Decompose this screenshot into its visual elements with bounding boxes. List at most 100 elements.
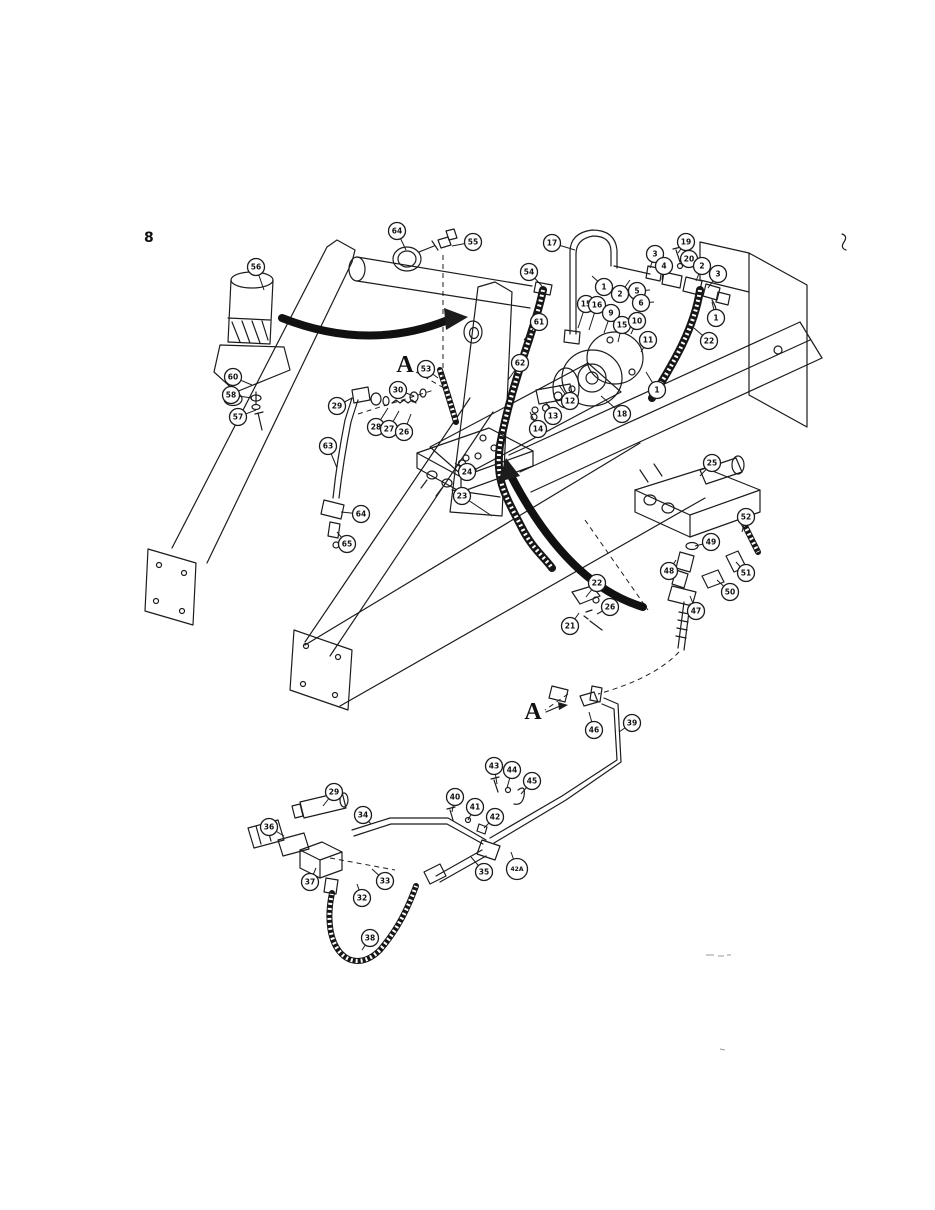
callout-balloon-23: 23 — [452, 486, 472, 506]
callout-balloon-49: 49 — [701, 532, 721, 552]
callout-balloon-26: 26 — [600, 597, 620, 617]
callout-balloon-11: 11 — [638, 330, 658, 350]
callout-balloon-22: 22 — [699, 331, 719, 351]
callout-balloon-27: 27 — [379, 419, 399, 439]
callout-balloon-25: 25 — [702, 453, 722, 473]
relief-train-drawing — [320, 386, 435, 549]
svg-text:41: 41 — [470, 803, 480, 812]
callout-balloon-51: 51 — [736, 563, 756, 583]
svg-text:17: 17 — [547, 239, 557, 248]
svg-text:40: 40 — [450, 793, 460, 802]
callout-balloon-44: 44 — [502, 760, 522, 780]
callout-balloon-53: 53 — [416, 359, 436, 379]
callout-balloon-64: 64 — [387, 221, 407, 241]
callout-balloon-13: 13 — [543, 406, 563, 426]
callout-balloon-15: 15 — [612, 315, 632, 335]
svg-text:65: 65 — [342, 540, 352, 549]
svg-text:50: 50 — [725, 588, 735, 597]
callout-balloon-1: 1 — [594, 277, 614, 297]
gauge-fitting-drawing — [392, 228, 458, 272]
svg-text:13: 13 — [548, 412, 558, 421]
callout-balloon-30: 30 — [388, 380, 408, 400]
callout-balloon-2: 2 — [692, 256, 712, 276]
svg-text:33: 33 — [380, 877, 390, 886]
callout-balloon-32: 32 — [352, 888, 372, 908]
svg-text:42A: 42A — [511, 866, 524, 873]
svg-text:3: 3 — [652, 250, 657, 259]
svg-text:34: 34 — [358, 811, 368, 820]
callout-balloon-64: 64 — [351, 504, 371, 524]
small-parts-drawing — [571, 585, 603, 631]
callout-balloon-56: 56 — [246, 257, 266, 277]
svg-text:46: 46 — [589, 726, 599, 735]
svg-text:21: 21 — [565, 622, 575, 631]
svg-text:51: 51 — [741, 569, 751, 578]
callout-balloon-47: 47 — [686, 601, 706, 621]
svg-text:26: 26 — [399, 428, 409, 437]
svg-text:24: 24 — [462, 468, 472, 477]
svg-text:12: 12 — [565, 397, 575, 406]
svg-text:42: 42 — [490, 813, 500, 822]
callout-balloon-24: 24 — [457, 462, 477, 482]
svg-text:15: 15 — [617, 321, 627, 330]
callout-balloon-37: 37 — [300, 872, 320, 892]
svg-text:54: 54 — [524, 268, 534, 277]
svg-text:62: 62 — [515, 359, 525, 368]
svg-text:2: 2 — [617, 290, 622, 299]
svg-text:9: 9 — [608, 309, 613, 318]
svg-text:25: 25 — [707, 459, 717, 468]
curved-arrow-right — [506, 470, 647, 611]
callout-balloon-19: 19 — [676, 232, 696, 252]
callout-balloon-55: 55 — [463, 232, 483, 252]
callout-balloon-29: 29 — [327, 396, 347, 416]
svg-text:53: 53 — [421, 365, 431, 374]
svg-text:61: 61 — [534, 318, 544, 327]
callout-balloon-35: 35 — [474, 862, 494, 882]
callout-balloon-16: 16 — [587, 295, 607, 315]
tube-and-fittings-drawing — [563, 229, 731, 345]
svg-text:29: 29 — [329, 788, 339, 797]
callout-balloon-17: 17 — [542, 233, 562, 253]
svg-text:36: 36 — [264, 823, 274, 832]
callout-balloon-22: 22 — [587, 573, 607, 593]
callout-balloon-21: 21 — [560, 616, 580, 636]
callout-balloon-12: 12 — [560, 391, 580, 411]
callout-balloon-34: 34 — [353, 805, 373, 825]
svg-text:43: 43 — [489, 762, 499, 771]
svg-text:30: 30 — [393, 386, 403, 395]
svg-text:48: 48 — [664, 567, 674, 576]
svg-text:20: 20 — [684, 255, 694, 264]
svg-text:38: 38 — [365, 934, 375, 943]
svg-text:47: 47 — [691, 607, 701, 616]
callout-balloon-40: 40 — [445, 787, 465, 807]
svg-text:15: 15 — [581, 300, 591, 309]
svg-text:60: 60 — [228, 373, 238, 382]
callout-balloon-29: 29 — [324, 782, 344, 802]
curved-arrow-left — [278, 314, 452, 340]
callout-balloon-2: 2 — [610, 284, 630, 304]
callout-balloon-41: 41 — [465, 797, 485, 817]
callout-balloon-18: 18 — [612, 404, 632, 424]
callout-balloon-42: 42 — [485, 807, 505, 827]
section-labels: AA — [396, 352, 542, 725]
callout-balloon-52: 52 — [736, 507, 756, 527]
callout-balloon-50: 50 — [720, 582, 740, 602]
callout-balloon-46: 46 — [584, 720, 604, 740]
bottom-assembly-drawing — [247, 685, 622, 964]
svg-text:14: 14 — [533, 425, 543, 434]
callout-balloon-14: 14 — [528, 419, 548, 439]
callout-balloon-42A: 42A — [505, 857, 529, 881]
svg-text:3: 3 — [715, 270, 720, 279]
callout-balloon-43: 43 — [484, 756, 504, 776]
callout-balloon-38: 38 — [360, 928, 380, 948]
svg-text:39: 39 — [627, 719, 637, 728]
callout-balloon-1: 1 — [706, 308, 726, 328]
callout-balloon-39: 39 — [622, 713, 642, 733]
svg-text:26: 26 — [605, 603, 615, 612]
svg-text:10: 10 — [632, 317, 642, 326]
callout-balloon-57: 57 — [228, 407, 248, 427]
callout-balloon-4: 4 — [654, 256, 674, 276]
callout-balloon-36: 36 — [259, 817, 279, 837]
svg-text:19: 19 — [681, 238, 691, 247]
